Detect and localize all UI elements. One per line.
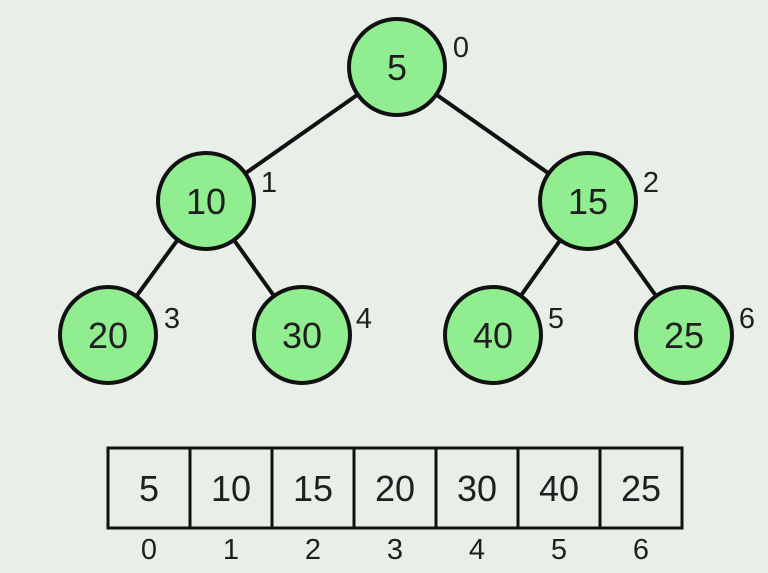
tree-node-4-value: 30 bbox=[282, 315, 322, 356]
tree-node-1: 10 1 bbox=[156, 151, 277, 251]
tree-node-0-index-label: 0 bbox=[453, 32, 469, 64]
tree-node-2-index-label: 2 bbox=[643, 167, 659, 199]
tree-node-6-value: 25 bbox=[664, 315, 704, 356]
tree-node-5: 40 5 bbox=[443, 285, 564, 385]
array-cell-4-value: 30 bbox=[457, 468, 497, 509]
array-cell-2-value: 15 bbox=[293, 468, 333, 509]
tree-node-5-index-label: 5 bbox=[548, 303, 564, 335]
tree-node-2-value: 15 bbox=[568, 181, 608, 222]
array-cell-0-value: 5 bbox=[139, 468, 159, 509]
array-cell-1-value: 10 bbox=[211, 468, 251, 509]
array-index-3-label: 3 bbox=[387, 534, 403, 566]
tree-node-0-circle bbox=[347, 17, 447, 117]
tree-node-4: 30 4 bbox=[252, 285, 372, 385]
tree-node-6-circle bbox=[634, 285, 734, 385]
tree-node-4-index-label: 4 bbox=[356, 303, 372, 335]
tree-node-3-circle bbox=[58, 285, 158, 385]
tree-node-3-value: 20 bbox=[88, 315, 128, 356]
array-cell-6 bbox=[598, 446, 684, 530]
tree-node-0: 5 0 bbox=[347, 17, 469, 117]
array-cell-3-value: 20 bbox=[375, 468, 415, 509]
tree-node-1-circle bbox=[156, 151, 256, 251]
tree-node-4-circle bbox=[252, 285, 352, 385]
tree-node-3-index-label: 3 bbox=[164, 303, 180, 335]
array-representation: 5 10 15 20 30 40 25 0 1 2 3 4 5 6 bbox=[106, 446, 684, 566]
array-cell-6-value: 25 bbox=[621, 468, 661, 509]
tree-node-2-circle bbox=[538, 151, 638, 251]
tree-node-6: 25 6 bbox=[634, 285, 755, 385]
array-index-0-label: 0 bbox=[141, 534, 157, 566]
tree-node-6-index-label: 6 bbox=[739, 303, 755, 335]
tree-node-0-value: 5 bbox=[387, 47, 407, 88]
array-index-5-label: 5 bbox=[551, 534, 567, 566]
tree-node-1-index-label: 1 bbox=[261, 167, 277, 199]
tree-node-3: 20 3 bbox=[58, 285, 180, 385]
array-index-6-label: 6 bbox=[633, 534, 649, 566]
tree-node-2: 15 2 bbox=[538, 151, 659, 251]
tree-node-5-value: 40 bbox=[473, 315, 513, 356]
array-index-2-label: 2 bbox=[305, 534, 321, 566]
tree-node-5-circle bbox=[443, 285, 543, 385]
array-index-4-label: 4 bbox=[469, 534, 485, 566]
array-index-1-label: 1 bbox=[223, 534, 239, 566]
tree-node-1-value: 10 bbox=[186, 181, 226, 222]
array-cell-5-value: 40 bbox=[539, 468, 579, 509]
